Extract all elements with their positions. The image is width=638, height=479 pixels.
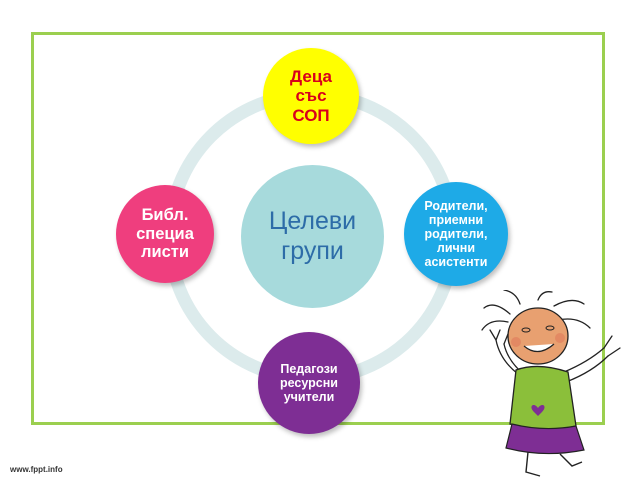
center-label: Целеви групи: [268, 207, 357, 265]
node-left-label: Библ. специа листи: [136, 206, 194, 262]
child-illustration: [481, 290, 621, 477]
node-right-label: Родители, приемни родители, лични асисте…: [424, 199, 488, 269]
node-top-label: Деца със СОП: [290, 67, 332, 125]
footer-url: www.fppt.info: [10, 465, 63, 474]
node-top-circle: Деца със СОП: [263, 48, 359, 144]
node-left-circle: Библ. специа листи: [116, 185, 214, 283]
node-bottom-label: Педагози ресурсни учители: [280, 362, 338, 404]
center-circle: Целеви групи: [241, 165, 384, 308]
node-right-circle: Родители, приемни родители, лични асисте…: [404, 182, 508, 286]
node-bottom-circle: Педагози ресурсни учители: [258, 332, 360, 434]
